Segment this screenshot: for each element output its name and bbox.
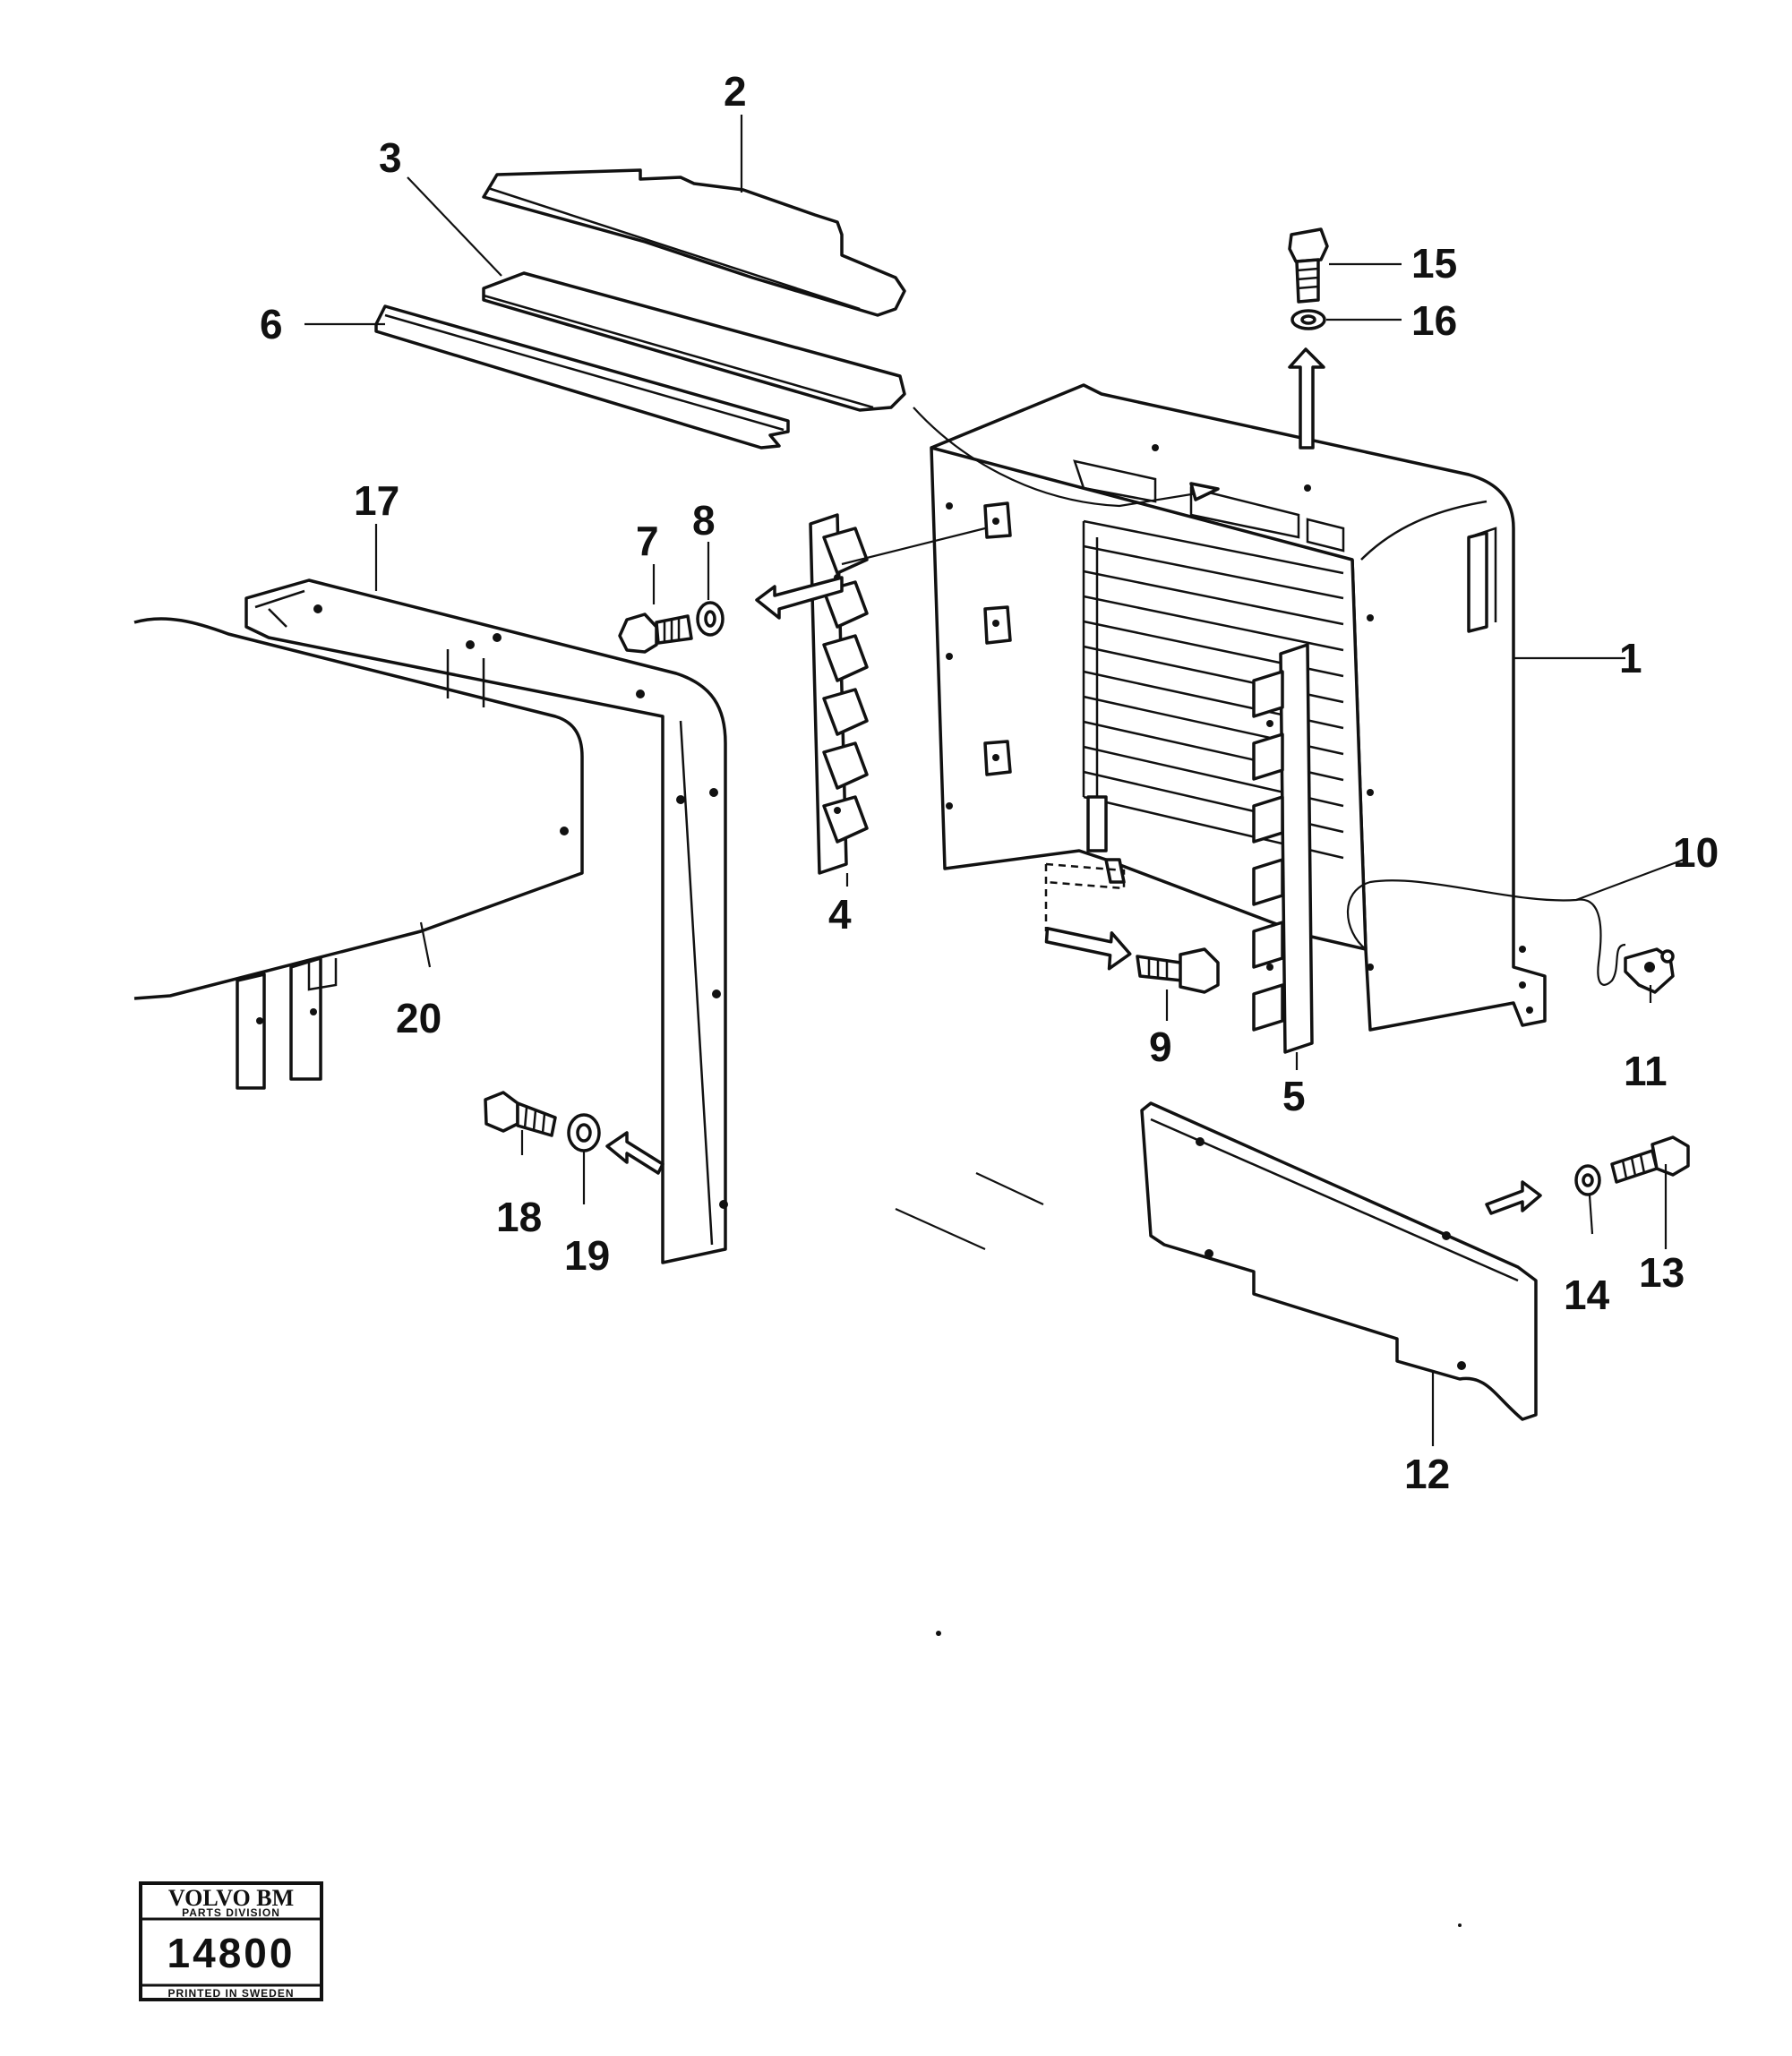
part-3-seal-strip — [482, 271, 906, 412]
stamp-brand: VOLVO BM — [168, 1885, 294, 1911]
callout-5: 5 — [1282, 1073, 1306, 1119]
callout-20: 20 — [396, 995, 442, 1041]
callout-1: 1 — [1619, 635, 1642, 681]
callout-15: 15 — [1411, 240, 1457, 287]
part-2-top-strip — [482, 168, 906, 317]
part-4-left-grille — [809, 513, 869, 875]
callout-14: 14 — [1564, 1272, 1610, 1318]
callout-labels: 1 2 3 4 5 6 7 8 9 10 11 12 13 14 15 16 1… — [260, 68, 1719, 1497]
stamp-division: PARTS DIVISION — [182, 1906, 280, 1919]
callout-3: 3 — [379, 134, 402, 181]
part-17-frame — [244, 578, 728, 1264]
part-20-engine-hood — [133, 617, 584, 1090]
part-1-grille-housing — [913, 383, 1547, 1032]
callout-8: 8 — [692, 497, 716, 544]
callout-11: 11 — [1624, 1048, 1668, 1094]
callout-9: 9 — [1149, 1024, 1172, 1070]
part-15-bolt — [1288, 227, 1329, 304]
part-16-washer — [1290, 309, 1326, 330]
grille-louvres — [1082, 519, 1344, 860]
callout-10: 10 — [1673, 829, 1719, 876]
callout-18: 18 — [496, 1194, 542, 1240]
stamp-number: 14800 — [167, 1930, 296, 1976]
part-18-bolt — [484, 1091, 557, 1137]
leader-lines — [304, 115, 1685, 1446]
part-12-bottom-plate — [1140, 1101, 1538, 1421]
part-5-right-grille — [1252, 643, 1314, 1054]
callout-19: 19 — [564, 1232, 610, 1279]
callout-12: 12 — [1404, 1451, 1450, 1497]
part-8-washer — [696, 601, 725, 637]
callout-7: 7 — [636, 518, 659, 564]
part-9-bolt — [1136, 947, 1220, 994]
part-7-bolt — [618, 613, 693, 654]
part-19-washer — [567, 1113, 601, 1152]
part-6-rubber-profile — [374, 304, 790, 450]
part-14-washer — [1574, 1164, 1601, 1196]
callout-4: 4 — [828, 891, 852, 938]
callout-6: 6 — [260, 301, 283, 347]
assembly-arrows — [605, 347, 1542, 1215]
part-13-bolt — [1610, 1135, 1690, 1184]
callout-2: 2 — [724, 68, 747, 115]
callout-17: 17 — [354, 477, 399, 524]
part-11-clip — [1624, 947, 1675, 994]
stamp-footer: PRINTED IN SWEDEN — [167, 1987, 294, 2000]
callout-13: 13 — [1639, 1249, 1685, 1296]
volvo-bm-parts-stamp: VOLVO BM PARTS DIVISION 14800 PRINTED IN… — [139, 1881, 323, 2001]
callout-16: 16 — [1411, 297, 1457, 344]
